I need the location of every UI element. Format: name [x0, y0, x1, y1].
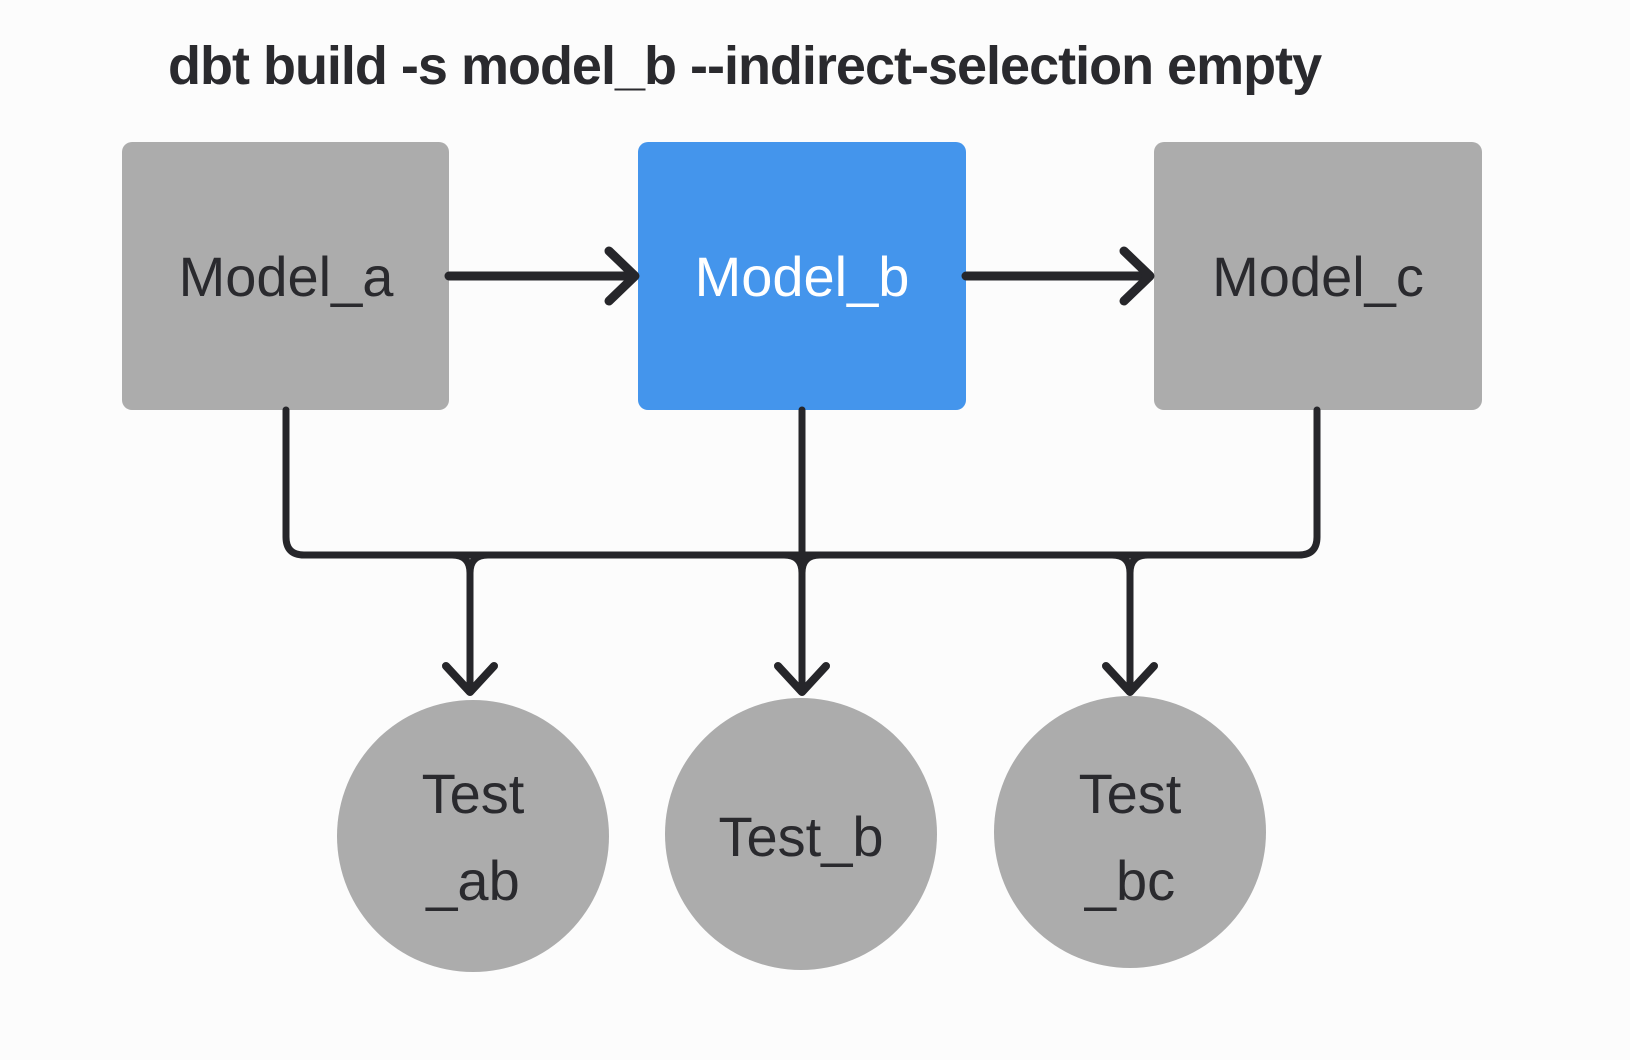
- test-ab-node: [337, 700, 609, 972]
- model-a-label: Model_a: [179, 245, 395, 308]
- drop-test-b-fillet-right: [798, 551, 824, 577]
- arrowhead-right-icon: [1119, 246, 1155, 306]
- edge-model-a-to-model-b: [444, 246, 640, 306]
- diagram-title: dbt build -s model_b --indirect-selectio…: [168, 36, 1322, 96]
- test-ab-label-line2: _ab: [425, 849, 519, 912]
- arrowhead-down-icon: [1102, 662, 1158, 696]
- down-arrowheads: [442, 662, 1158, 696]
- drop-test-ab-fillet: [466, 551, 492, 577]
- test-bc-label-line1: Test: [1079, 762, 1182, 825]
- drop-test-bc-fillet: [1126, 551, 1152, 577]
- test-b-label: Test_b: [719, 805, 884, 868]
- test-ab-label-line1: Test: [422, 762, 525, 825]
- test-bc-node: [994, 696, 1266, 968]
- edge-model-b-to-model-c: [961, 246, 1155, 306]
- model-b-label: Model_b: [695, 245, 910, 308]
- test-connector-bus: [282, 406, 1321, 690]
- model-c-node: [1154, 142, 1482, 410]
- model-a-node: [122, 142, 449, 410]
- arrowhead-right-icon: [604, 246, 640, 306]
- arrowhead-down-icon: [774, 662, 830, 696]
- test-b-node: [665, 698, 937, 970]
- model-b-node: [638, 142, 966, 410]
- arrowhead-down-icon: [442, 662, 498, 696]
- test-bc-label-line2: _bc: [1084, 849, 1175, 912]
- model-c-label: Model_c: [1212, 245, 1424, 308]
